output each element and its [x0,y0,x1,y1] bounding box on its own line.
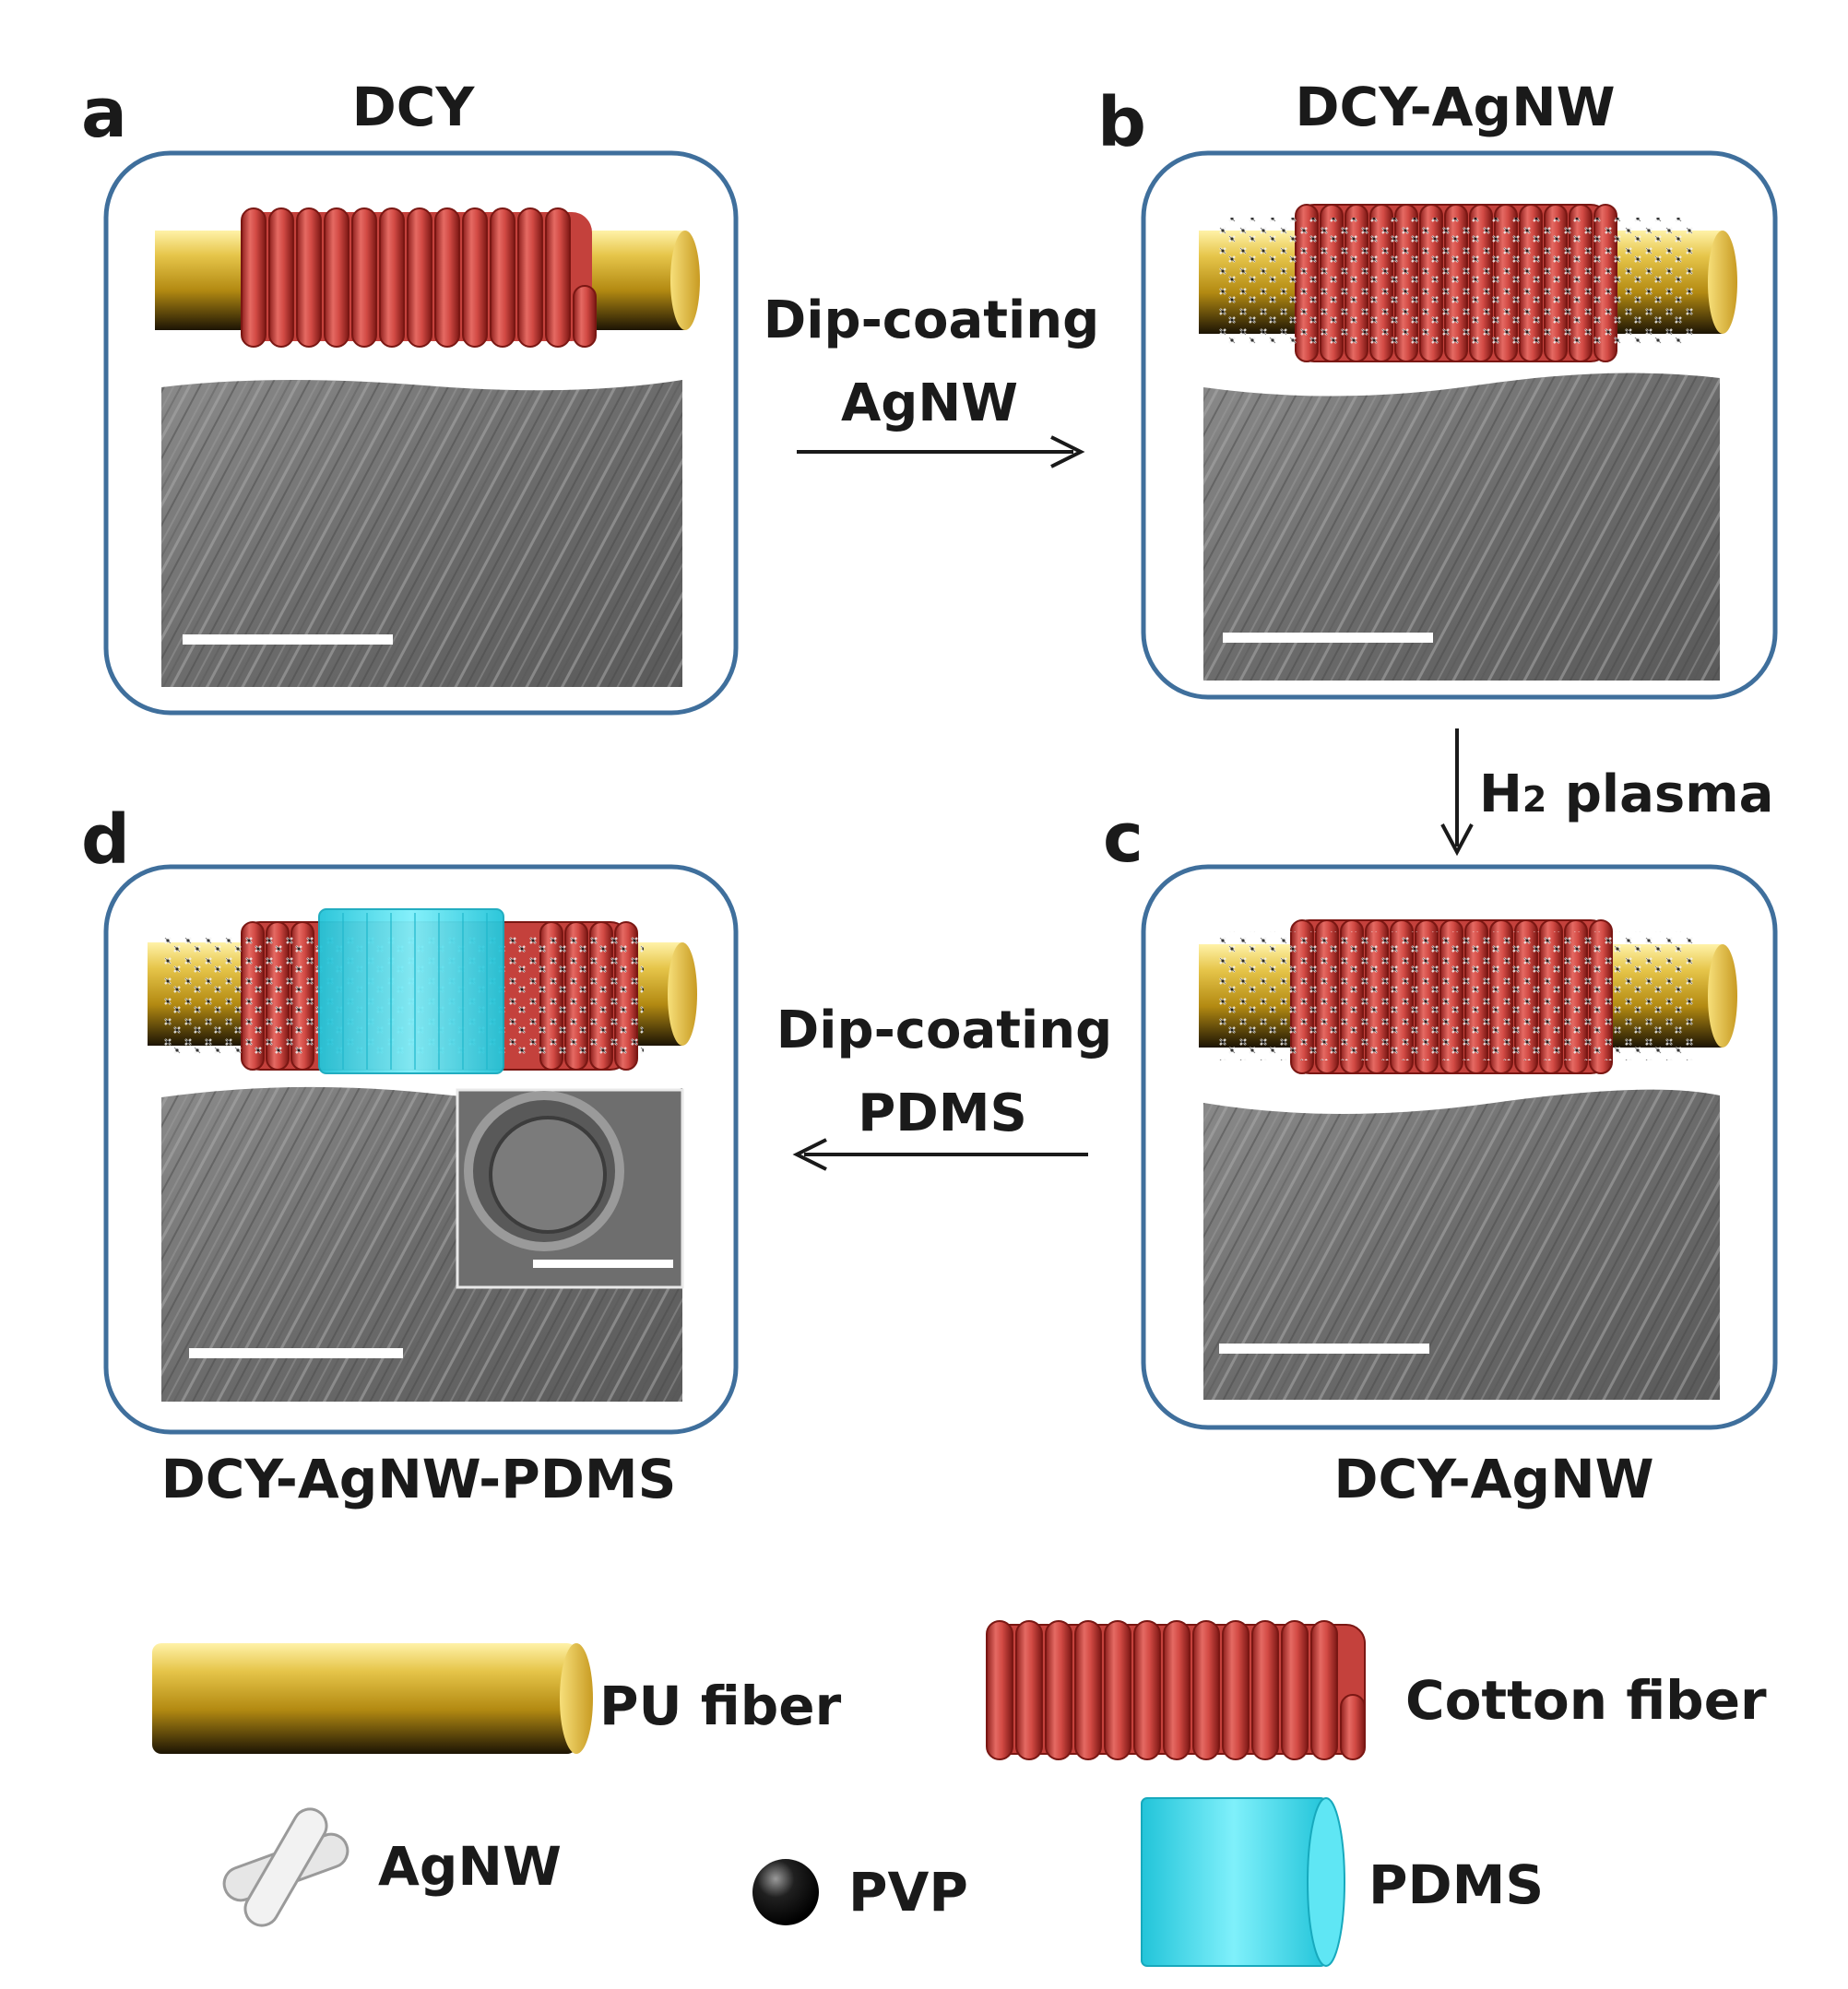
arrow-left-icon [792,1138,827,1171]
legend-pvp-label: PVP [848,1861,968,1924]
step-b-to-c: H2 plasma [1440,728,1773,857]
cotton-coil-a [241,207,597,348]
step-ab-line2: AgNW [841,373,1018,433]
step-a-to-b: Dip-coating AgNW [764,290,1099,468]
legend-agnw: AgNW [222,1807,562,1927]
panel-letter-a: a [81,74,127,153]
agnw-coating-b [1215,218,1695,347]
scale-bar-a [183,634,393,645]
fiber-model-d [148,908,697,1074]
arrow-down-icon [1440,823,1474,857]
sem-image-d [161,1086,684,1402]
scale-bar-b [1223,633,1433,643]
step-cd-line2: PDMS [858,1083,1027,1143]
panel-letter-c: c [1103,799,1143,878]
legend-agnw-label: AgNW [378,1835,562,1898]
scale-bar-d [189,1348,403,1358]
legend-pdms-label: PDMS [1368,1853,1544,1916]
panel-title-b: DCY-AgNW [1295,76,1615,138]
pvp-ball-icon [752,1859,819,1925]
sem-image-a [161,379,682,687]
legend-pdms: PDMS [1141,1797,1544,1967]
panel-title-a: DCY [352,76,476,138]
panel-letter-b: b [1097,83,1146,162]
step-bc-label: H2 plasma [1479,764,1773,824]
legend-pu-fiber: PU fiber [152,1643,842,1754]
panel-letter-d: d [81,800,130,880]
scale-bar-inset [533,1260,673,1268]
scale-bar-c [1219,1344,1429,1354]
arrow-right-icon [1050,435,1085,468]
sem-image-c [1203,1089,1720,1400]
step-c-to-d: Dip-coating PDMS [776,1000,1112,1171]
fiber-model-b [1199,204,1737,362]
legend-cotton-label: Cotton fiber [1405,1669,1767,1732]
agnw-coating-c [1215,931,1695,1060]
legend-pvp: PVP [752,1859,968,1925]
step-ab-line1: Dip-coating [764,290,1099,350]
pu-fiber-swatch [152,1643,576,1754]
fiber-model-c [1199,919,1737,1074]
sem-image-b [1203,373,1720,681]
panel-title-c: DCY-AgNW [1333,1448,1653,1510]
sem-inset-cross-section [456,1088,684,1289]
legend: PU fiber Cotton fiber [152,1620,1767,1967]
panel-title-d: DCY-AgNW-PDMS [161,1448,677,1510]
step-cd-line1: Dip-coating [776,1000,1112,1060]
pdms-sleeve-d [318,908,504,1074]
pdms-swatch [1141,1797,1327,1967]
agnw-icon [222,1807,349,1927]
cotton-fiber-swatch [986,1620,1366,1760]
legend-cotton-fiber: Cotton fiber [986,1620,1767,1760]
legend-pu-label: PU fiber [599,1675,842,1737]
fiber-model-a [155,207,700,348]
